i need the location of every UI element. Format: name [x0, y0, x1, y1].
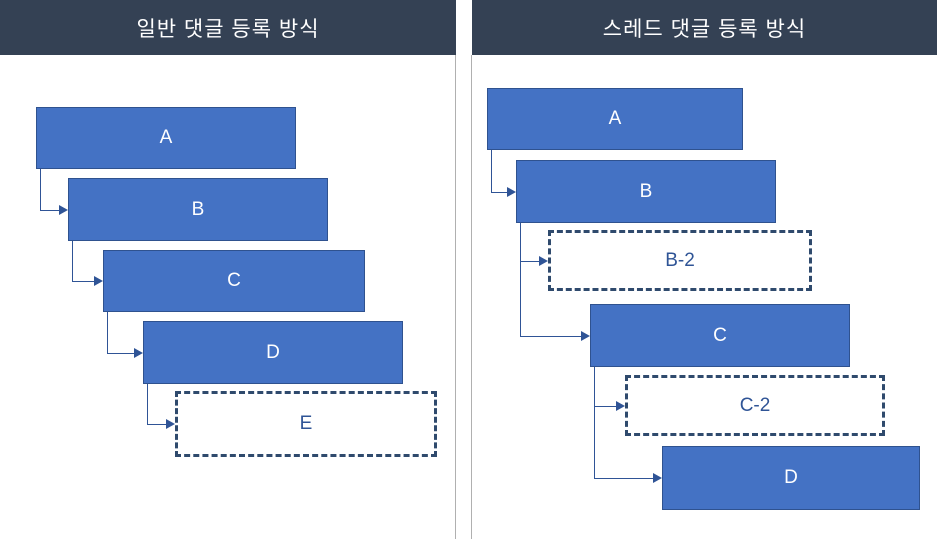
connector-thread-1-arrowhead-icon	[539, 256, 548, 266]
connector-normal-2-vertical	[107, 312, 108, 353]
connector-normal-3-vertical	[147, 384, 148, 424]
connector-thread-0-horizontal	[491, 192, 508, 193]
node-thread-a: A	[487, 88, 743, 150]
connector-normal-1-horizontal	[72, 281, 95, 282]
node-thread-d: D	[662, 446, 920, 510]
panel-divider-left	[455, 55, 456, 539]
node-normal-e: E	[175, 391, 437, 457]
node-normal-a: A	[36, 107, 296, 169]
connector-normal-0-vertical	[40, 169, 41, 210]
connector-normal-3-arrowhead-icon	[166, 419, 175, 429]
connector-thread-0-arrowhead-icon	[507, 187, 516, 197]
connector-normal-1-arrowhead-icon	[94, 276, 103, 286]
node-thread-c: C	[590, 304, 850, 367]
connector-thread-2-vertical	[520, 223, 521, 336]
node-thread-b-2: B-2	[548, 230, 812, 291]
connector-thread-3-arrowhead-icon	[616, 401, 625, 411]
connector-normal-2-arrowhead-icon	[134, 348, 143, 358]
connector-thread-3-horizontal	[594, 406, 617, 407]
connector-thread-4-arrowhead-icon	[653, 473, 662, 483]
node-thread-c-2: C-2	[625, 375, 885, 436]
node-normal-b: B	[68, 178, 328, 241]
connector-normal-3-horizontal	[147, 424, 167, 425]
panel-title-thread: 스레드 댓글 등록 방식	[472, 0, 937, 55]
panel-title-normal: 일반 댓글 등록 방식	[0, 0, 456, 55]
node-normal-c: C	[103, 250, 365, 312]
connector-thread-2-arrowhead-icon	[581, 331, 590, 341]
connector-thread-4-vertical	[594, 367, 595, 478]
panel-divider-right	[471, 55, 472, 539]
connector-normal-2-horizontal	[107, 353, 135, 354]
node-thread-b: B	[516, 160, 776, 223]
connector-thread-2-horizontal	[520, 336, 582, 337]
connector-normal-0-arrowhead-icon	[59, 205, 68, 215]
connector-normal-0-horizontal	[40, 210, 60, 211]
connector-thread-4-horizontal	[594, 478, 654, 479]
connector-thread-1-horizontal	[520, 261, 540, 262]
connector-thread-0-vertical	[491, 150, 492, 192]
connector-normal-1-vertical	[72, 241, 73, 281]
node-normal-d: D	[143, 321, 403, 384]
